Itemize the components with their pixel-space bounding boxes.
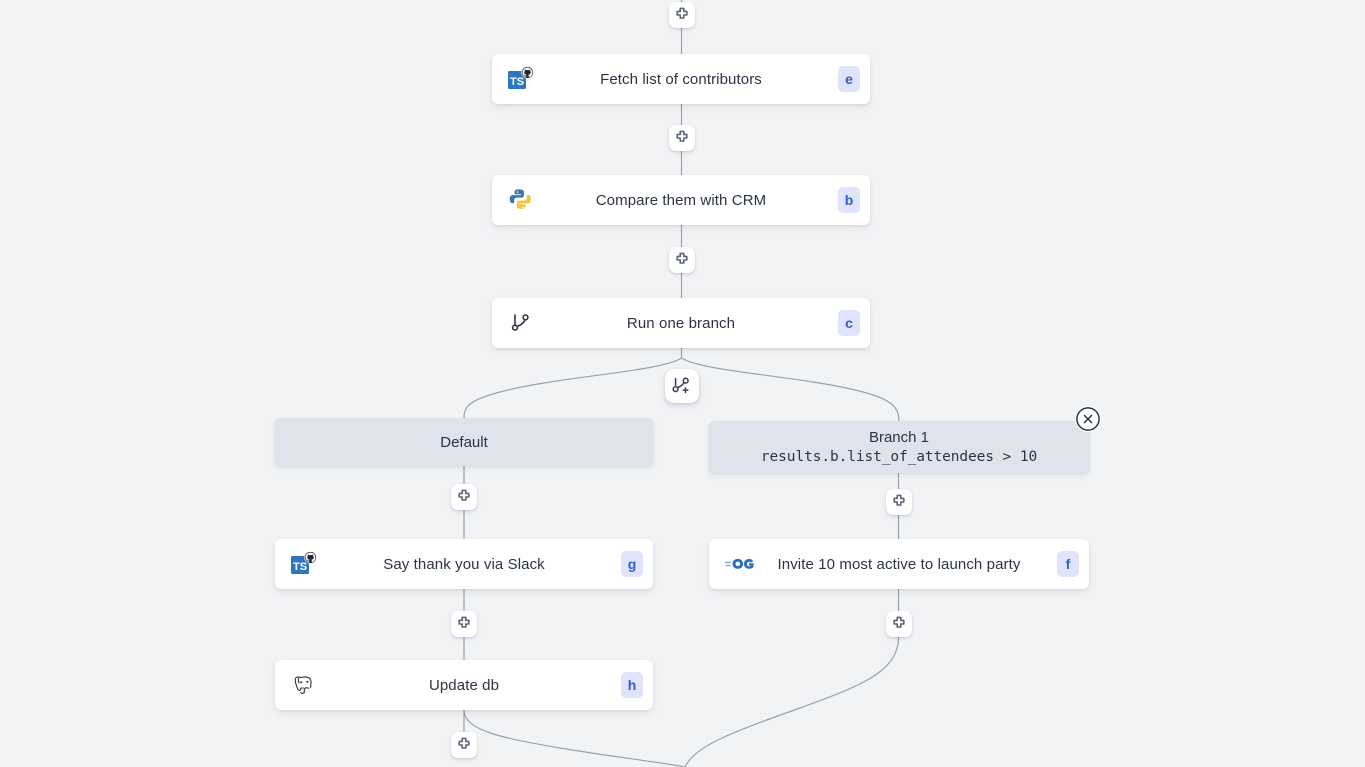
add-step-branch1-to-f-button[interactable] bbox=[886, 489, 912, 515]
workflow-node-h[interactable]: Update db h bbox=[275, 660, 653, 710]
add-step-default-to-g-button[interactable] bbox=[451, 484, 477, 510]
add-step-g-to-h-button[interactable] bbox=[451, 611, 477, 637]
add-step-e-to-b-button[interactable] bbox=[669, 125, 695, 151]
node-badge[interactable]: b bbox=[838, 187, 860, 213]
node-title: Fetch list of contributors bbox=[600, 70, 762, 88]
workflow-node-e[interactable]: TS Fetch list of contributors e bbox=[492, 54, 870, 104]
node-badge[interactable]: g bbox=[621, 551, 643, 577]
node-title: Say thank you via Slack bbox=[383, 555, 545, 573]
add-step-f-below-button[interactable] bbox=[886, 611, 912, 637]
node-badge[interactable]: h bbox=[621, 672, 643, 698]
add-step-above-e-button[interactable] bbox=[669, 2, 695, 28]
edge-split-default bbox=[463, 357, 682, 419]
go-icon bbox=[725, 549, 755, 579]
postgresql-icon bbox=[289, 670, 319, 700]
git-branch-icon bbox=[506, 308, 536, 338]
node-title: Run one branch bbox=[626, 314, 736, 332]
edge-h-merge bbox=[463, 709, 686, 767]
branch-box-branch-1[interactable]: Branch 1 results.b.list_of_attendees > 1… bbox=[709, 421, 1089, 473]
edge-f-merge bbox=[684, 636, 900, 767]
add-step-b-to-c-button[interactable] bbox=[669, 247, 695, 273]
workflow-node-b[interactable]: Compare them with CRM b bbox=[492, 175, 870, 225]
node-title: Compare them with CRM bbox=[595, 191, 767, 209]
branch-name: Default bbox=[440, 433, 488, 451]
add-step-h-below-button[interactable] bbox=[451, 732, 477, 758]
add-branch-button[interactable] bbox=[665, 369, 699, 403]
python-icon bbox=[506, 185, 536, 215]
workflow-node-g[interactable]: TS Say thank you via Slack g bbox=[275, 539, 653, 589]
branch-box-default[interactable]: Default bbox=[275, 418, 653, 466]
branch-expression: results.b.list_of_attendees > 10 bbox=[760, 448, 1038, 465]
node-badge[interactable]: e bbox=[838, 66, 860, 92]
node-badge[interactable]: f bbox=[1057, 551, 1079, 577]
close-branch-1-button[interactable] bbox=[1075, 406, 1101, 432]
branch-name: Branch 1 bbox=[868, 428, 930, 446]
node-title: Update db bbox=[428, 676, 500, 694]
svg-text:TS: TS bbox=[293, 561, 307, 573]
typescript-github-icon: TS bbox=[506, 64, 536, 94]
node-title: Invite 10 most active to launch party bbox=[777, 555, 1021, 573]
workflow-node-f[interactable]: Invite 10 most active to launch party f bbox=[709, 539, 1089, 589]
workflow-node-c[interactable]: Run one branch c bbox=[492, 298, 870, 348]
edge-split-branch1 bbox=[681, 357, 900, 422]
node-badge[interactable]: c bbox=[838, 310, 860, 336]
typescript-github-icon: TS bbox=[289, 549, 319, 579]
svg-text:TS: TS bbox=[510, 76, 524, 88]
